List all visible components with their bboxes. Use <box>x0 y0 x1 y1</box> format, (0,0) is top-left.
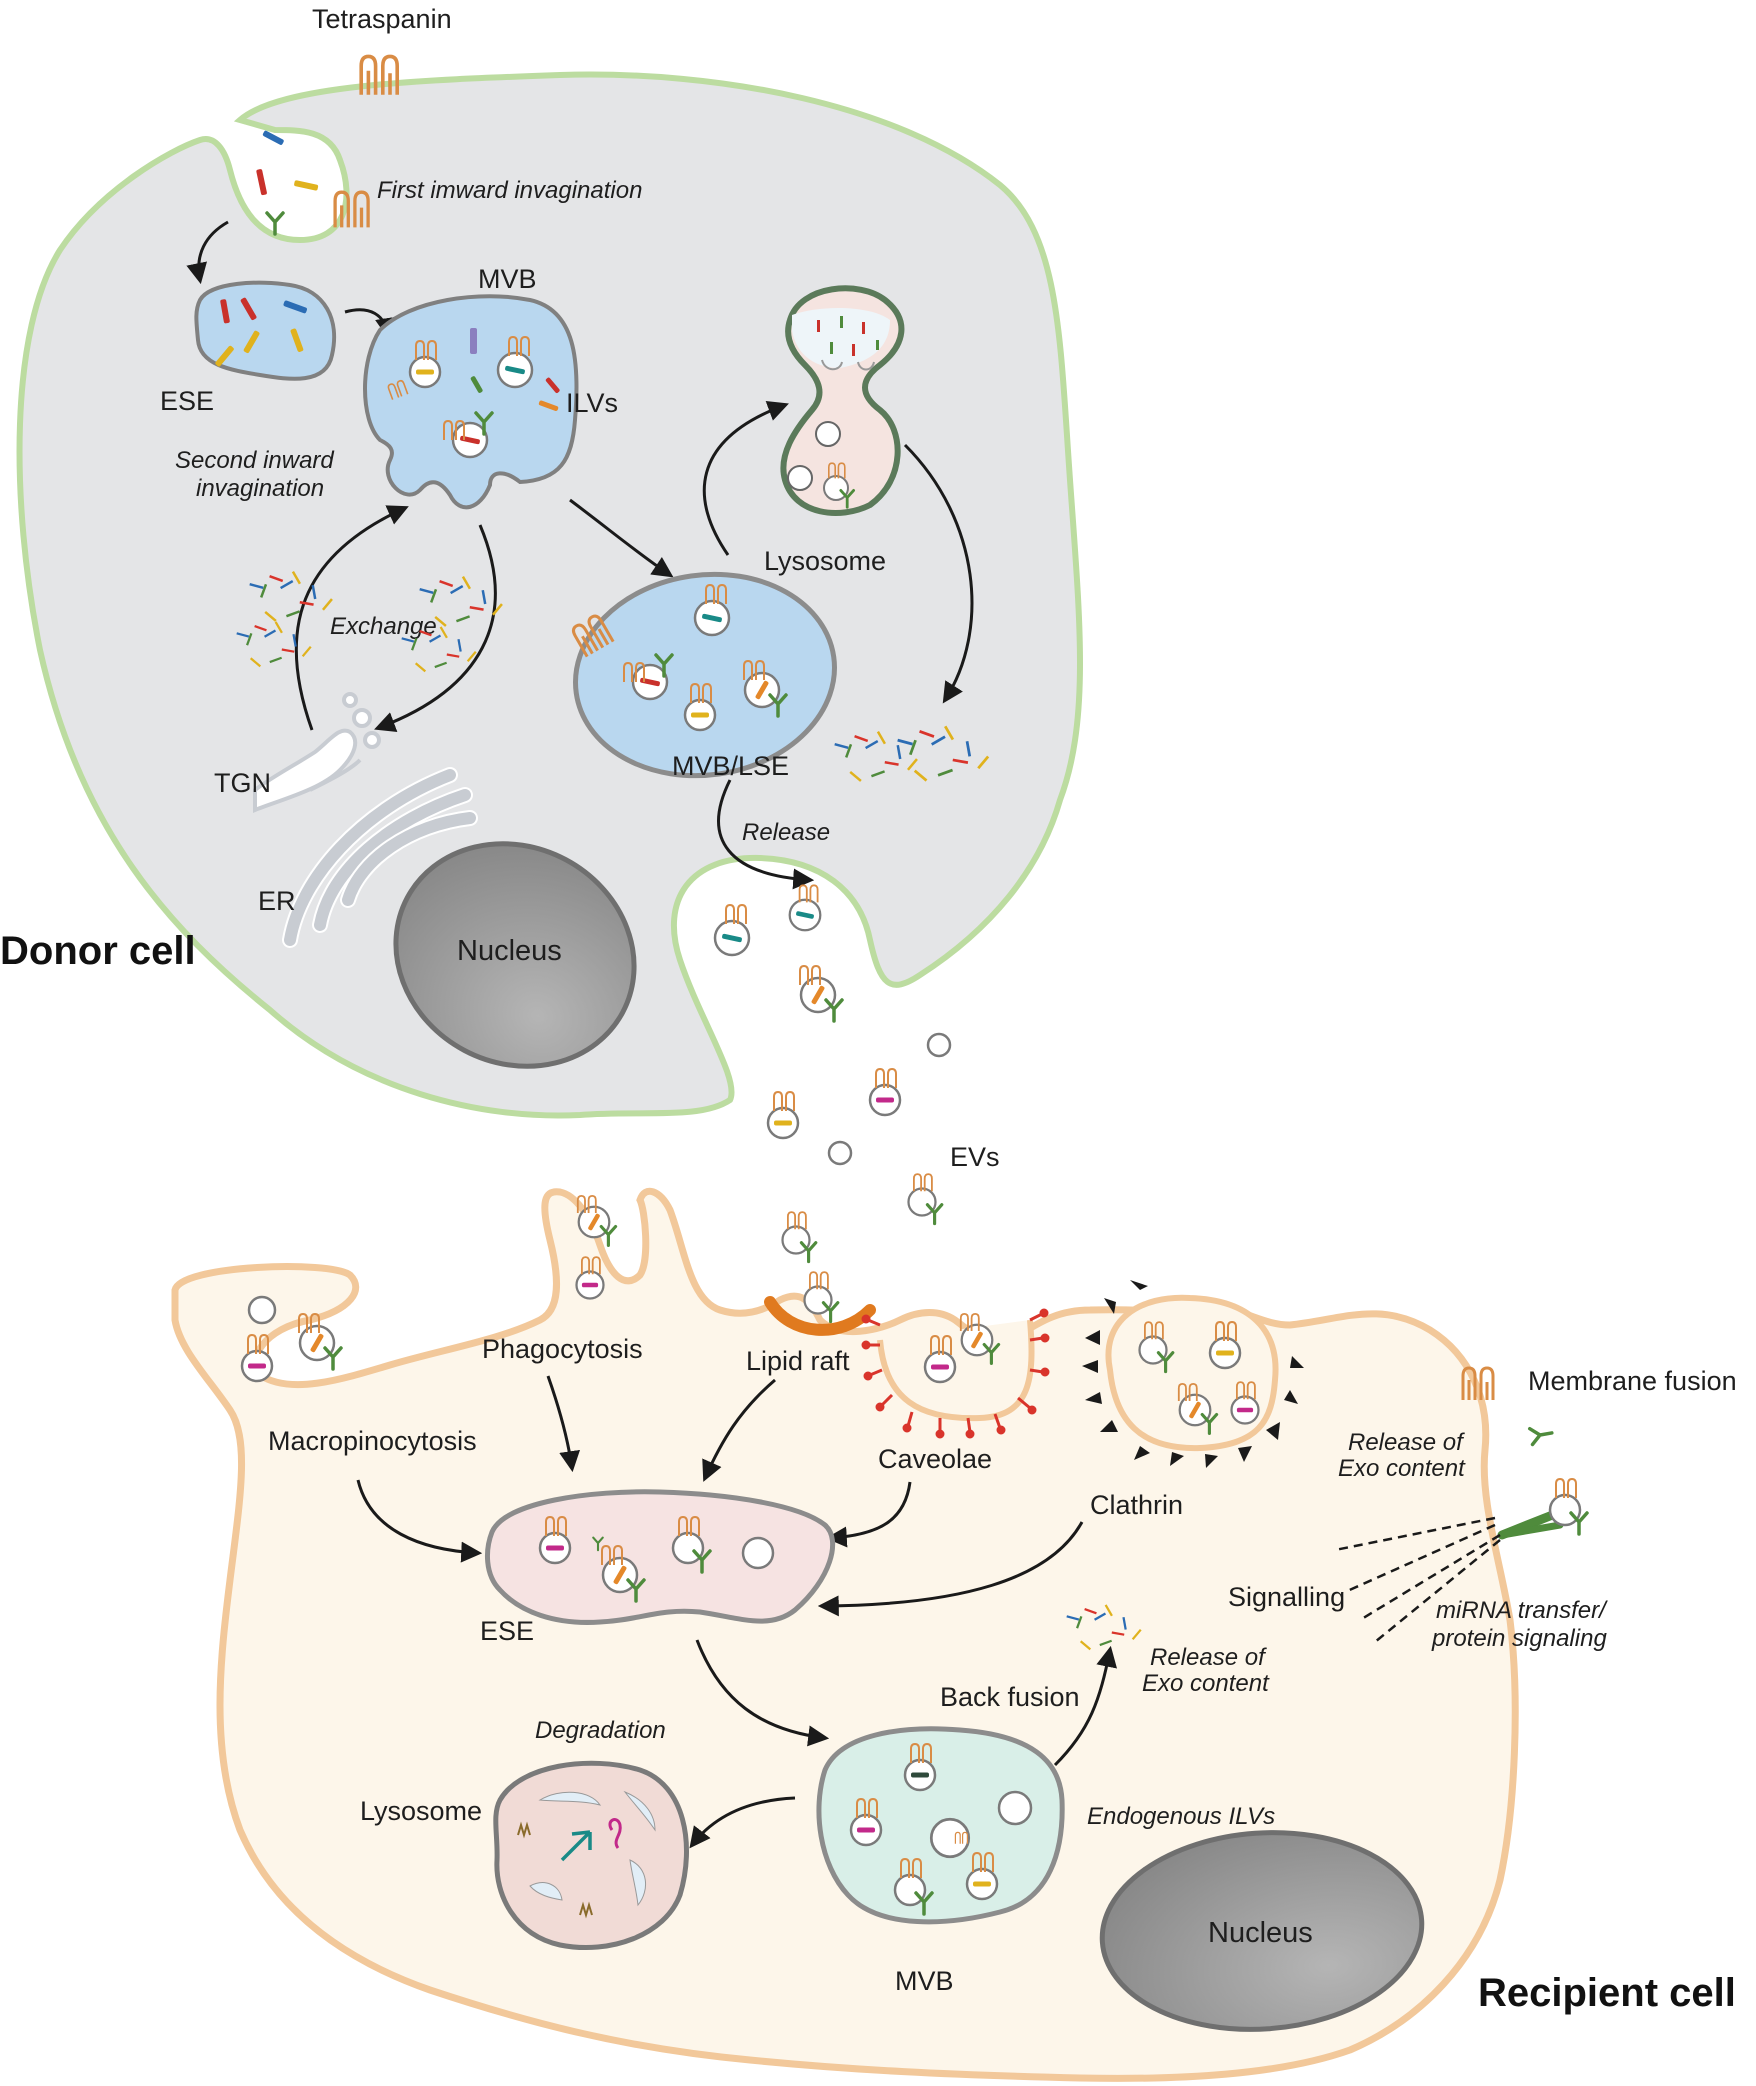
release-label: Release <box>742 819 830 846</box>
release-exo2-label-1: Release of <box>1150 1644 1267 1671</box>
arrow-mvb-to-lysosome <box>689 1796 796 1849</box>
caveolae-pit <box>861 1308 1050 1439</box>
release-exo-label-1: Release of <box>1348 1429 1465 1456</box>
mirna-label-2: protein signaling <box>1431 1625 1607 1652</box>
evs-label: EVs <box>950 1142 1000 1172</box>
extracellular-vesicles <box>768 1032 952 1262</box>
arrow-lysosome-to-degradation <box>903 443 974 704</box>
recipient-lysosome <box>493 1760 689 1951</box>
ilvs-label: ILVs <box>566 388 618 418</box>
clathrin-label: Clathrin <box>1090 1490 1183 1520</box>
recipient-mvb <box>816 1726 1065 1925</box>
macropinocytosis-label: Macropinocytosis <box>268 1426 477 1456</box>
lipid-raft-label: Lipid raft <box>746 1346 850 1376</box>
recipient-lysosome-label: Lysosome <box>360 1796 482 1826</box>
phagocytosis-label: Phagocytosis <box>482 1334 643 1364</box>
arrow-macropinocytosis-to-ese <box>356 1479 483 1563</box>
donor-mvb <box>363 294 579 510</box>
recipient-ese <box>485 1489 836 1625</box>
donor-lysosome-label: Lysosome <box>764 546 886 576</box>
donor-ese-label: ESE <box>160 386 214 416</box>
arrow-lipidraft-to-ese <box>702 1378 776 1482</box>
caveolae-label: Caveolae <box>878 1444 992 1474</box>
donor-nucleus <box>393 841 637 1069</box>
first-invagination-label: First imward invagination <box>377 177 642 204</box>
second-invagination-label-2: invagination <box>196 475 324 502</box>
donor-lysosome <box>780 285 905 516</box>
arrow-phagocytosis-to-ese <box>546 1375 581 1473</box>
signalling-receptor <box>1497 1479 1587 1540</box>
released-exosomes <box>715 885 842 1021</box>
arrow-mvb-to-mvblse <box>569 498 674 578</box>
arrow-release <box>717 779 815 890</box>
release-exo2-label-2: Exo content <box>1142 1670 1270 1697</box>
arrow-mvblse-to-lysosome <box>702 400 789 556</box>
mirna-label-1: miRNA transfer/ <box>1436 1597 1608 1624</box>
membrane-fusion-label: Membrane fusion <box>1528 1366 1737 1396</box>
er-organelle <box>282 767 478 948</box>
mvb-lse-label: MVB/LSE <box>672 751 789 781</box>
er-label: ER <box>258 886 296 916</box>
lipid-raft-icon <box>764 1296 876 1336</box>
arrow-invagination-to-ese <box>186 220 229 285</box>
exchange-label: Exchange <box>330 613 437 640</box>
signalling-label: Signalling <box>1228 1582 1345 1612</box>
recipient-cell-title: Recipient cell <box>1478 1971 1736 2015</box>
donor-cell-title: Donor cell <box>0 929 196 973</box>
clathrin-pit <box>1082 1280 1304 1468</box>
tgn-organelle <box>253 692 381 813</box>
arrow-mvb-to-tgn <box>374 524 497 732</box>
recipient-nucleus-label: Nucleus <box>1208 1917 1313 1949</box>
release-exo-label-2: Exo content <box>1338 1455 1466 1482</box>
degradation-label: Degradation <box>535 1717 666 1744</box>
donor-mvb-label: MVB <box>478 264 537 294</box>
donor-ese <box>194 280 337 381</box>
recipient-ese-label: ESE <box>480 1616 534 1646</box>
donor-nucleus-label: Nucleus <box>457 935 562 967</box>
arrow-clathrin-to-ese <box>817 1521 1084 1617</box>
arrow-caveolae-to-ese <box>825 1481 912 1548</box>
donor-mvb-lse <box>573 571 837 779</box>
signalling-dashes <box>1334 1516 1501 1643</box>
recipient-mvb-label: MVB <box>895 1966 954 1996</box>
arrow-back-fusion <box>1053 1645 1117 1767</box>
membrane-fusion-receptor-icon <box>1527 1423 1555 1447</box>
tetraspanin-label: Tetraspanin <box>312 4 452 34</box>
invagination-cargo <box>256 130 370 236</box>
tgn-label: TGN <box>214 768 271 798</box>
endogenous-ilvs-label: Endogenous ILVs <box>1087 1803 1275 1830</box>
second-invagination-label-1: Second inward <box>175 447 334 474</box>
arrow-tgn-to-mvb <box>294 505 409 731</box>
arrow-ese-to-mvb <box>695 1639 830 1747</box>
recipient-nucleus <box>1099 1830 1425 2032</box>
back-fusion-label: Back fusion <box>940 1682 1080 1712</box>
macropinocytosis-vesicles <box>242 1295 341 1381</box>
